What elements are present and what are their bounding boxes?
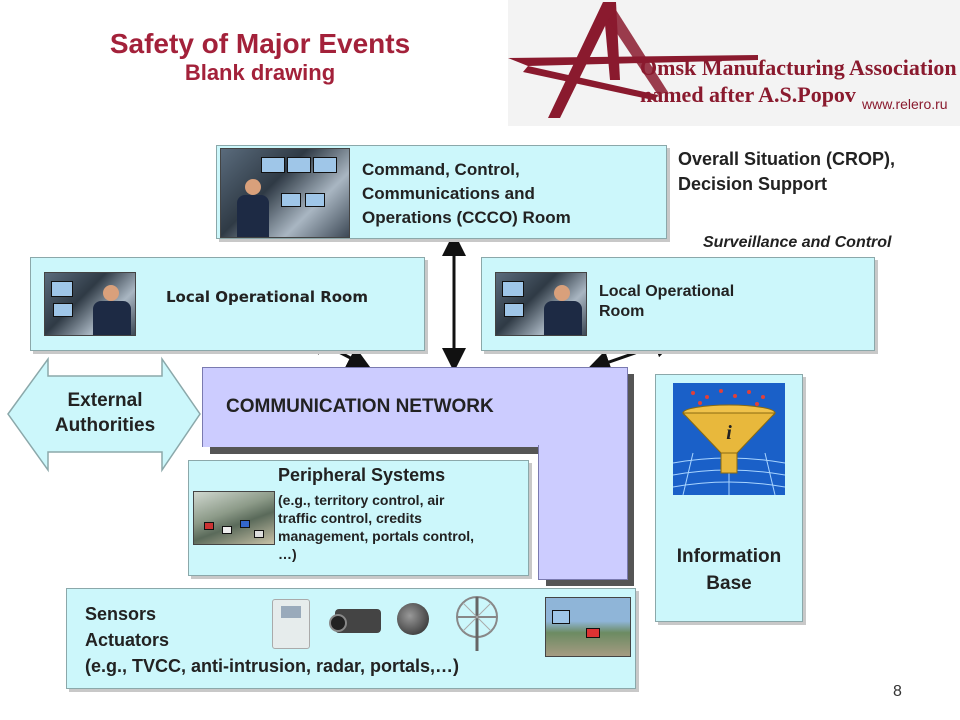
sensors-line2: Actuators: [85, 630, 170, 650]
title-sub: Blank drawing: [184, 60, 336, 85]
star-logo-icon: [508, 2, 758, 118]
control-room-photo: [220, 148, 350, 238]
info-base-line1: Information: [676, 546, 782, 567]
logo-text: Omsk Manufacturing Association named aft…: [640, 54, 957, 108]
title-main: Safety of Major Events: [109, 28, 411, 59]
ccco-label-line: Command, Control,: [362, 160, 520, 179]
camera-icon: [329, 609, 381, 633]
svg-text:i: i: [726, 422, 732, 444]
slide-title: Safety of Major Events Blank drawing: [50, 28, 470, 86]
local-room-right-label: Local Operational Room: [599, 282, 734, 322]
overall-line2: Decision Support: [678, 174, 828, 194]
surveillance-label: Surveillance and Control: [703, 234, 892, 251]
communication-network: [202, 367, 628, 447]
sensors-box: Sensors Actuators (e.g., TVCC, anti-intr…: [66, 588, 636, 689]
peripheral-line: …): [278, 546, 297, 562]
peripheral-line: management, portals control,: [278, 528, 475, 544]
external-line2: Authorities: [54, 415, 156, 436]
local-room-right-line1: Local Operational: [599, 283, 735, 300]
local-room-left-label: Local Operational Room: [166, 288, 368, 306]
page-number: 8: [893, 683, 902, 700]
peripheral-title: Peripheral Systems: [278, 465, 446, 485]
ccco-label-line: Operations (CCCO) Room: [362, 208, 571, 227]
funnel-info-icon: i: [673, 383, 785, 495]
logo-url: www.relero.ru: [862, 96, 948, 112]
ccco-label: Command, Control, Communications and Ope…: [362, 158, 571, 230]
radar-antenna-icon: [445, 595, 509, 651]
operator-photo: [495, 272, 587, 336]
local-room-left-box: Local Operational Room: [30, 257, 425, 351]
company-logo: [508, 0, 960, 126]
traffic-photo: [193, 491, 275, 545]
portal-scene-photo: [545, 597, 631, 657]
external-authorities-label: External Authorities: [42, 388, 168, 438]
peripheral-examples: (e.g., territory control, air traffic co…: [278, 491, 474, 563]
local-room-right-box: Local Operational Room: [481, 257, 875, 351]
logo-line2: named after A.S.Popov: [640, 82, 856, 107]
overall-line1: Overall Situation (CROP),: [678, 149, 896, 169]
ccco-room-box: Command, Control, Communications and Ope…: [216, 145, 667, 239]
ccco-label-line: Communications and: [362, 184, 535, 203]
overall-situation-label: Overall Situation (CROP), Decision Suppo…: [678, 147, 895, 197]
sensors-line3: (e.g., TVCC, anti-intrusion, radar, port…: [85, 656, 460, 676]
sensors-line1: Sensors: [85, 604, 157, 624]
sensors-label: Sensors Actuators (e.g., TVCC, anti-intr…: [85, 601, 459, 679]
info-base-line2: Base: [706, 573, 752, 594]
peripheral-line: traffic control, credits: [278, 510, 422, 526]
portal-device-icon: [272, 599, 310, 649]
communication-network-vertical: [538, 445, 628, 580]
dome-camera-icon: [397, 603, 429, 635]
peripheral-line: (e.g., territory control, air: [278, 492, 445, 508]
peripheral-systems-box: Peripheral Systems (e.g., territory cont…: [188, 460, 529, 576]
local-room-right-line2: Room: [599, 303, 645, 320]
external-line1: External: [67, 390, 143, 411]
network-label: COMMUNICATION NETWORK: [226, 396, 494, 417]
information-base-box: i Information Base: [655, 374, 803, 622]
operator-photo: [44, 272, 136, 336]
logo-line1: Omsk Manufacturing Association: [640, 55, 957, 80]
information-base-label: Information Base: [656, 543, 802, 597]
